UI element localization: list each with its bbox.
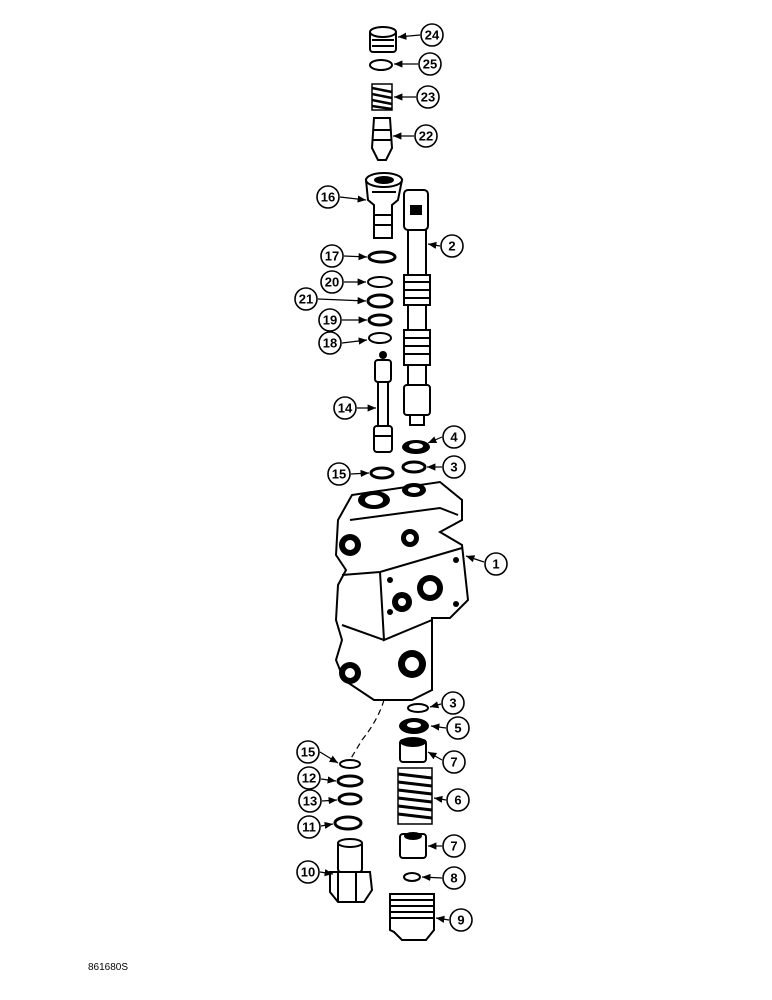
o-ring-20 bbox=[367, 276, 393, 288]
valve-body-1 bbox=[334, 480, 470, 701]
backup-ring-21 bbox=[366, 293, 394, 309]
backup-ring-13 bbox=[337, 792, 363, 806]
svg-text:7: 7 bbox=[450, 839, 457, 854]
svg-text:21: 21 bbox=[299, 292, 313, 307]
callout-19: 19 bbox=[318, 308, 342, 332]
callout-5: 5 bbox=[446, 716, 470, 740]
spool-2 bbox=[403, 189, 431, 426]
callout-10: 10 bbox=[296, 860, 320, 884]
callout-11: 11 bbox=[297, 815, 321, 839]
plug-24 bbox=[369, 26, 397, 53]
poppet-22 bbox=[370, 117, 394, 161]
o-ring-18 bbox=[368, 332, 392, 344]
callout-24: 24 bbox=[420, 23, 444, 47]
svg-text:2: 2 bbox=[448, 239, 455, 254]
spring-seat-7-lower bbox=[399, 832, 427, 859]
callout-25: 25 bbox=[418, 52, 442, 76]
figure-reference-code: 861680S bbox=[88, 962, 129, 973]
svg-text:1: 1 bbox=[492, 557, 499, 572]
svg-text:8: 8 bbox=[450, 871, 457, 886]
svg-text:20: 20 bbox=[325, 275, 339, 290]
o-ring-8 bbox=[403, 872, 421, 882]
callout-7-lower: 7 bbox=[442, 834, 466, 858]
stem-14 bbox=[373, 351, 393, 453]
svg-text:14: 14 bbox=[338, 401, 353, 416]
svg-text:3: 3 bbox=[450, 460, 457, 475]
svg-text:13: 13 bbox=[303, 794, 317, 809]
callout-16: 16 bbox=[316, 185, 340, 209]
svg-text:15: 15 bbox=[332, 467, 346, 482]
callout-22: 22 bbox=[414, 124, 438, 148]
callout-15-upper: 15 bbox=[327, 462, 351, 486]
o-ring-12 bbox=[336, 774, 364, 788]
svg-text:25: 25 bbox=[423, 57, 437, 72]
callout-12: 12 bbox=[297, 766, 321, 790]
spring-6 bbox=[397, 767, 433, 825]
callout-6: 6 bbox=[446, 788, 470, 812]
callout-4: 4 bbox=[442, 425, 466, 449]
o-ring-3-upper bbox=[401, 460, 427, 474]
svg-text:16: 16 bbox=[321, 190, 335, 205]
cap-16 bbox=[364, 172, 404, 239]
callout-15-lower: 15 bbox=[296, 740, 320, 764]
callout-3-upper: 3 bbox=[442, 455, 466, 479]
callout-8: 8 bbox=[442, 866, 466, 890]
callout-7-upper: 7 bbox=[442, 750, 466, 774]
svg-text:4: 4 bbox=[450, 430, 458, 445]
callout-18: 18 bbox=[318, 331, 342, 355]
callout-23: 23 bbox=[416, 85, 440, 109]
svg-text:6: 6 bbox=[454, 793, 461, 808]
callout-3-lower: 3 bbox=[441, 691, 465, 715]
dashed-guide-line bbox=[349, 699, 385, 761]
svg-text:3: 3 bbox=[449, 696, 456, 711]
o-ring-19 bbox=[367, 313, 393, 327]
callout-17: 17 bbox=[320, 244, 344, 268]
svg-text:7: 7 bbox=[450, 755, 457, 770]
seal-4 bbox=[402, 440, 430, 454]
svg-text:11: 11 bbox=[302, 820, 316, 835]
callout-13: 13 bbox=[298, 789, 322, 813]
leader-lines bbox=[317, 32, 485, 923]
callout-21: 21 bbox=[294, 287, 318, 311]
svg-text:5: 5 bbox=[454, 721, 461, 736]
svg-text:10: 10 bbox=[301, 865, 315, 880]
svg-text:19: 19 bbox=[323, 313, 337, 328]
o-ring-25 bbox=[369, 59, 393, 71]
callout-14: 14 bbox=[333, 396, 357, 420]
spring-seat-7-upper bbox=[399, 737, 427, 763]
svg-text:17: 17 bbox=[325, 249, 339, 264]
o-ring-11 bbox=[333, 815, 363, 831]
spring-23 bbox=[371, 83, 393, 111]
o-ring-15-lower bbox=[339, 759, 361, 769]
svg-text:23: 23 bbox=[421, 90, 435, 105]
svg-text:22: 22 bbox=[419, 129, 433, 144]
callout-20: 20 bbox=[320, 270, 344, 294]
svg-text:24: 24 bbox=[425, 28, 440, 43]
cap-9 bbox=[389, 893, 435, 941]
callout-9: 9 bbox=[449, 908, 473, 932]
o-ring-17 bbox=[367, 250, 397, 264]
svg-text:18: 18 bbox=[323, 336, 337, 351]
svg-text:9: 9 bbox=[457, 913, 464, 928]
svg-text:15: 15 bbox=[301, 745, 315, 760]
plug-10 bbox=[329, 838, 374, 903]
seal-5 bbox=[399, 718, 429, 734]
callout-1: 1 bbox=[484, 552, 508, 576]
o-ring-3-lower bbox=[407, 703, 429, 713]
callout-2: 2 bbox=[440, 234, 464, 258]
svg-text:12: 12 bbox=[302, 771, 316, 786]
o-ring-15-upper bbox=[369, 466, 395, 480]
